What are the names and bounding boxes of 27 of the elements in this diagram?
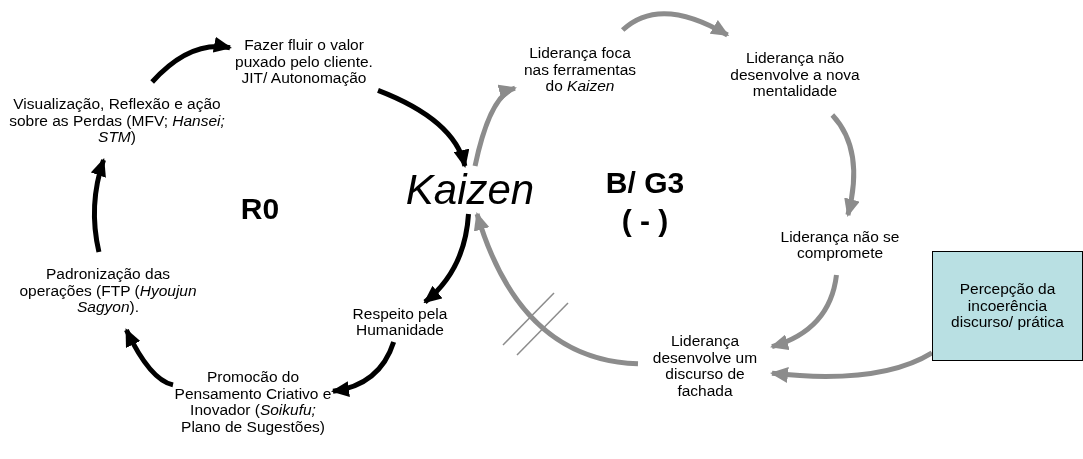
node-text: Padronização das operações (FTP (Hyoujun Sagyon). [18,266,198,316]
arrow [472,85,517,167]
loop-label: R0 [239,192,281,226]
node-text: Promocão do Pensamento Criativo e Inovador (Soikufu; Plano de Sugestões) [173,369,333,435]
loop-label: B/ G3 [604,166,686,200]
arrow [621,11,730,38]
node-text: Kaizen [405,167,535,213]
node-text: Liderança não se compromete [779,228,901,262]
node-text: Liderança desenvolve um discurso de fachada [651,333,759,399]
node-text: Liderança foca nas ferramentas do Kaizen [523,45,637,95]
arrow [91,158,107,253]
loop-label: ( - ) [620,204,670,238]
arrow [124,328,174,388]
arrow [830,113,860,217]
arrow [150,37,232,84]
node-text: Fazer fluir o valor puxado pelo cliente. JIT/ Autonomação [234,37,374,87]
node-text: Visualização, Reflexão e ação sobre as Perdas (MFV; Hansei; STM) [8,96,226,146]
node-text: Percepção da incoerência discurso/ prática [950,281,1065,331]
node-text: Liderança não desenvolve a nova mentalidade [729,50,861,100]
arrow [474,212,639,367]
arrow [331,341,396,397]
arrow [770,350,934,383]
node-text: Respeito pela Humanidade [351,305,449,339]
info-box [932,251,1083,361]
arrow [770,274,839,350]
arrow [423,213,471,304]
arrow [377,88,469,168]
